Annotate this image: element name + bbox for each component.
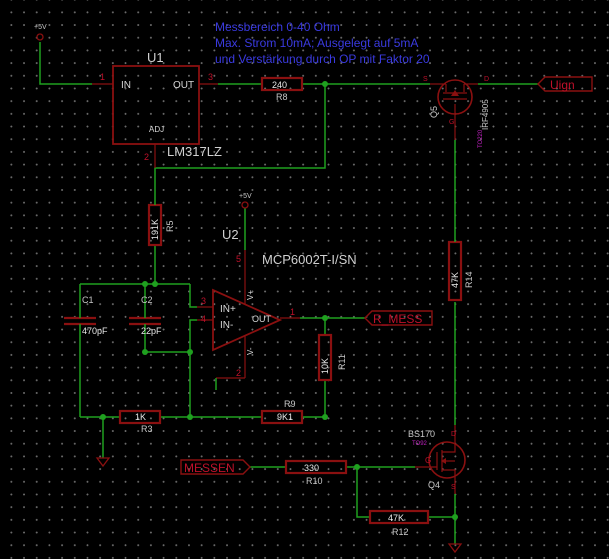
u1-pin-in: IN [121, 80, 131, 91]
resistor-r9: 9K1 R9 [260, 399, 304, 425]
r10-ref: R10 [306, 476, 323, 486]
u1-pin3: 3 [208, 72, 213, 82]
resistor-r3: 1K R3 [118, 409, 162, 434]
u2-pin5: 5 [236, 254, 241, 264]
opamp-u2: U2 MCP6002T-I/SN IN+ IN- OUT V+ V- 3 4 1… [197, 227, 357, 390]
c1-value: 470pF [82, 326, 108, 336]
ground-icon [447, 543, 463, 554]
u2-pin-vm: V- [246, 347, 255, 355]
label-uign: Uign [537, 76, 593, 92]
resistor-r5: 191K R5 [147, 203, 175, 247]
r3-value: 1K [135, 412, 146, 422]
design-note: Messbereich 0-40 Ohm Max. Strom 10mA; Au… [215, 20, 430, 66]
u2-pin3: 3 [201, 296, 206, 306]
power-flag-icon [241, 201, 249, 209]
power-symbol-5v-top: +5V [34, 24, 47, 41]
r14-value: 47K [450, 272, 460, 288]
label-r-mess-text: R_MESS [373, 312, 422, 326]
u2-pin4: 4 [201, 314, 206, 324]
resistor-r11: 10K R11 [317, 333, 347, 382]
u2-value: MCP6002T-I/SN [262, 252, 357, 267]
regulator-u1: U1 LM317LZ IN OUT ADJ 1 3 2 [92, 50, 222, 168]
capacitor-c2: C2 22pF [129, 295, 162, 336]
q4-pin-g: G [425, 456, 431, 465]
r8-ref: R8 [276, 92, 288, 102]
r5-value: 191K [150, 219, 160, 240]
note-line-1: Messbereich 0-40 Ohm [215, 20, 340, 34]
q4-pin-s: S [451, 484, 456, 491]
ground-symbol [95, 457, 111, 468]
u1-pin1: 1 [100, 72, 105, 82]
r11-value: 10K [320, 358, 330, 374]
junction-dots [100, 81, 458, 520]
u1-pin-adj: ADJ [149, 125, 164, 134]
r12-value: 47K [388, 513, 404, 523]
resistor-r8: 240 R8 [260, 76, 304, 102]
transistor-q4: BS170 TO92 Q4 G D S [408, 425, 466, 494]
c2-value: 22pF [141, 326, 162, 336]
r14-ref: R14 [464, 271, 474, 288]
note-line-2: Max. Strom 10mA; Ausgelegt auf 5mA [215, 36, 418, 50]
label-messen-text: MESSEN [184, 461, 235, 475]
power-label: +5V [34, 24, 47, 31]
r3-ref: R3 [141, 424, 153, 434]
u1-pin2: 2 [144, 152, 149, 162]
label-uign-text: Uign [550, 78, 575, 92]
capacitor-c1: C1 470pF [64, 295, 108, 336]
r12-ref: R12 [392, 527, 409, 537]
ground-symbol [447, 543, 463, 554]
q4-ref: Q4 [428, 480, 440, 490]
r5-ref: R5 [165, 220, 175, 232]
u2-ref: U2 [222, 227, 239, 242]
u1-value: LM317LZ [167, 144, 222, 159]
resistor-r14: 47K R14 [447, 240, 474, 302]
u2-pin1: 1 [290, 307, 295, 317]
r10-value: 330 [304, 463, 319, 473]
q5-package: TO220 [478, 129, 484, 148]
label-messen: MESSEN [180, 459, 251, 475]
wires [39, 42, 538, 544]
resistor-r12: 47K R12 [368, 509, 430, 537]
q5-ref: Q5 [429, 106, 439, 118]
power-flag-icon [36, 33, 44, 41]
r9-ref: R9 [284, 399, 296, 409]
u2-pin-vp: V+ [246, 290, 255, 300]
u1-pin-out: OUT [173, 80, 194, 91]
transistor-q5: Q5 IRF4905 TO220 S D G [423, 76, 490, 148]
q5-pin-d: D [484, 76, 489, 83]
power-label: +5V [239, 193, 252, 200]
q4-value: BS170 [408, 429, 435, 439]
ground-icon [95, 457, 111, 468]
note-line-3: und Verstärkung durch OP mit Faktor 20 [215, 52, 430, 66]
u2-pin-inm: IN- [220, 320, 233, 331]
q5-pin-s: S [423, 76, 428, 83]
q4-package: TO92 [412, 441, 428, 447]
r11-ref: R11 [337, 354, 347, 370]
label-r-mess: R_MESS [364, 310, 433, 326]
q4-pin-d: D [451, 431, 456, 438]
u2-pin-out: OUT [252, 314, 272, 324]
c2-ref: C2 [141, 295, 153, 305]
u1-ref: U1 [147, 50, 164, 65]
r9-value: 9K1 [277, 412, 293, 422]
q5-pin-g: G [449, 119, 454, 126]
u2-pin-inp: IN+ [220, 304, 236, 315]
u2-pin2: 2 [236, 368, 241, 378]
power-symbol-5v-opamp: +5V [239, 193, 252, 209]
c1-ref: C1 [82, 295, 94, 305]
q5-value: IRF4905 [481, 99, 490, 130]
resistor-r10: 330 R10 [284, 459, 348, 486]
r8-value: 240 [272, 80, 287, 90]
